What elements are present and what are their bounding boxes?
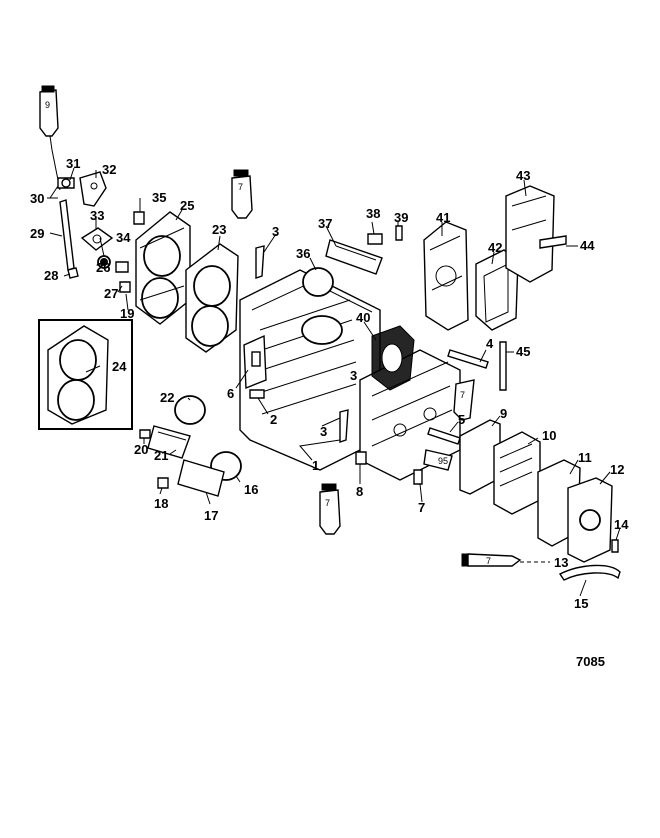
callout-36: 36: [296, 246, 310, 261]
top-cover-plate: [505, 185, 567, 283]
callout-16: 16: [244, 482, 258, 497]
callout-39: 39: [394, 210, 408, 225]
head-gasket: [185, 243, 239, 353]
bolts-4-45: [447, 341, 507, 391]
hose: [59, 199, 79, 279]
callout-8: 8: [356, 484, 363, 499]
fitting-and-bracket: [49, 171, 107, 207]
callout-24: 24: [112, 359, 127, 374]
callout-22: 22: [160, 390, 174, 405]
inset-box: [38, 319, 133, 430]
bypass-covers: [139, 395, 242, 497]
callout-2: 2: [270, 412, 277, 427]
callout-40: 40: [356, 310, 370, 325]
callout-4: 4: [486, 336, 494, 351]
callout-11: 11: [578, 450, 592, 465]
sealant-tube-13: 7: [461, 553, 621, 581]
callout-7-bottom: 7: [418, 500, 425, 515]
oring-and-plate: [302, 225, 403, 297]
sealant-tube-top-left: 9: [39, 85, 61, 191]
transfer-cover: [423, 221, 469, 331]
reed-block-stack: [459, 419, 619, 563]
callout-33: 33: [90, 208, 104, 223]
tube-label-95: 95: [438, 456, 448, 466]
callout-3-top: 3: [272, 224, 279, 239]
callout-13: 13: [554, 555, 568, 570]
black-gasket: [371, 325, 415, 391]
callout-1: 1: [312, 458, 319, 473]
cylinder-block: [239, 269, 381, 471]
callout-43: 43: [516, 168, 530, 183]
callout-38: 38: [366, 206, 380, 221]
callout-5: 5: [458, 412, 465, 427]
bolts-7-8-5: [355, 427, 461, 485]
callout-28: 28: [44, 268, 58, 283]
callout-17: 17: [204, 508, 218, 523]
callout-27: 27: [104, 286, 118, 301]
cover-gasket: [475, 249, 519, 331]
callout-20: 20: [134, 442, 148, 457]
callout-numbers: 1 2 3 3 3 4 5 6 7 7 8 9 10 11 12 13 14 1…: [30, 156, 629, 611]
leader-lines: [47, 167, 621, 597]
callout-14: 14: [614, 517, 629, 532]
cylinder-head: [135, 211, 191, 325]
sealant-tube-lower: 7 7 95: [319, 379, 475, 535]
callout-45: 45: [516, 344, 530, 359]
figure-code: 7085: [576, 654, 605, 669]
small-gasket-seal: [80, 211, 145, 293]
callout-15: 15: [574, 596, 588, 611]
callout-3-lower: 3: [320, 424, 327, 439]
callout-9: 9: [500, 406, 507, 421]
callout-26: 26: [96, 260, 110, 275]
tube-label-9: 9: [45, 100, 50, 110]
callout-21: 21: [154, 448, 168, 463]
tube-label-7-right: 7: [460, 390, 465, 400]
callout-12: 12: [610, 462, 624, 477]
callout-32: 32: [102, 162, 116, 177]
callout-10: 10: [542, 428, 556, 443]
sealant-tube-middle-top: 7: [231, 169, 265, 279]
callout-25: 25: [180, 198, 194, 213]
callout-6: 6: [227, 386, 234, 401]
callout-29: 29: [30, 226, 44, 241]
callout-23: 23: [212, 222, 226, 237]
callout-3-center: 3: [350, 368, 357, 383]
callout-37: 37: [318, 216, 332, 231]
tube-label-7-lower: 7: [325, 498, 330, 508]
callout-18: 18: [154, 496, 168, 511]
tube-label-7-bottom: 7: [486, 556, 491, 566]
tube-label-7-top: 7: [238, 182, 243, 192]
callout-19: 19: [120, 306, 134, 321]
callout-44: 44: [580, 238, 595, 253]
callout-31: 31: [66, 156, 80, 171]
callout-42: 42: [488, 240, 502, 255]
callout-41: 41: [436, 210, 450, 225]
callout-34: 34: [116, 230, 131, 245]
callout-30: 30: [30, 191, 44, 206]
small-pins: [249, 389, 349, 443]
callout-35: 35: [152, 190, 166, 205]
